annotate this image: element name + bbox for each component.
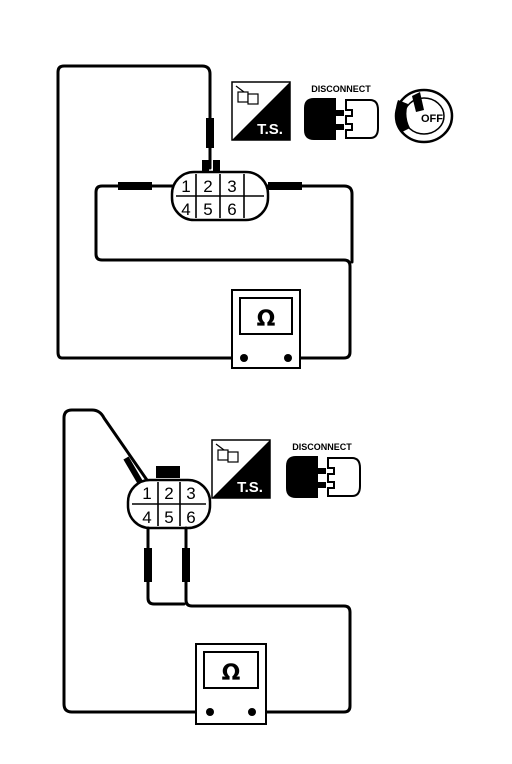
probe-wire-pin1 [62, 408, 208, 714]
ohmmeter-icon: Ω [195, 643, 267, 725]
pin-label: 2 [203, 177, 212, 196]
pin-label: 2 [164, 484, 173, 503]
pin-label: 3 [227, 177, 236, 196]
ts-label: T.S. [237, 479, 263, 496]
probe-tip-pin2b [213, 160, 220, 174]
pin-label: 1 [181, 177, 190, 196]
disconnect-connector-icon: DISCONNECT [286, 442, 361, 498]
disconnect-label: DISCONNECT [292, 442, 352, 452]
ohm-symbol: Ω [222, 661, 241, 686]
disconnect-label: DISCONNECT [311, 84, 371, 94]
trouble-shooting-icon: T.S. [211, 439, 271, 499]
connector-6pin: 1 2 3 4 5 6 [126, 478, 212, 530]
pin-label: 3 [186, 484, 195, 503]
pin-label: 1 [142, 484, 151, 503]
probe-wire-pin1 [94, 184, 352, 360]
ignition-off-label: OFF [421, 113, 443, 125]
probe-tip-pin2a [202, 160, 209, 174]
pin-label: 5 [164, 508, 173, 527]
ohmmeter-icon: Ω [231, 289, 301, 369]
pin-label: 5 [203, 200, 212, 219]
ts-label: T.S. [257, 121, 283, 138]
diagram-2: 1 2 3 4 5 6 Ω T.S. [62, 408, 361, 725]
probe-wire-pin4 [146, 526, 186, 606]
pin-label: 6 [227, 200, 236, 219]
disconnect-connector-icon: DISCONNECT [304, 84, 379, 140]
ohm-symbol: Ω [257, 307, 276, 332]
probe-tip-pin2 [156, 466, 180, 478]
pin-label: 4 [181, 200, 190, 219]
probe-pin4 [144, 548, 152, 582]
probe-wire-pin6 [184, 526, 352, 714]
probe-pin1 [118, 182, 152, 190]
probe-wire-pin2 [56, 64, 242, 360]
pin-label: 6 [186, 508, 195, 527]
ignition-key-off-icon: OFF [394, 88, 454, 144]
diagram-1: 1 2 3 4 5 6 Ω T.S. DISCONNECT [56, 64, 454, 369]
probe-pin2 [206, 118, 214, 148]
pin-label: 4 [142, 508, 151, 527]
probe-wire-pin3 [244, 184, 354, 264]
probe-pin3 [268, 182, 302, 190]
probe-pin1 [123, 456, 143, 484]
connector-6pin: 1 2 3 4 5 6 [170, 170, 270, 222]
probe-pin6 [182, 548, 190, 582]
trouble-shooting-icon: T.S. [231, 81, 291, 141]
